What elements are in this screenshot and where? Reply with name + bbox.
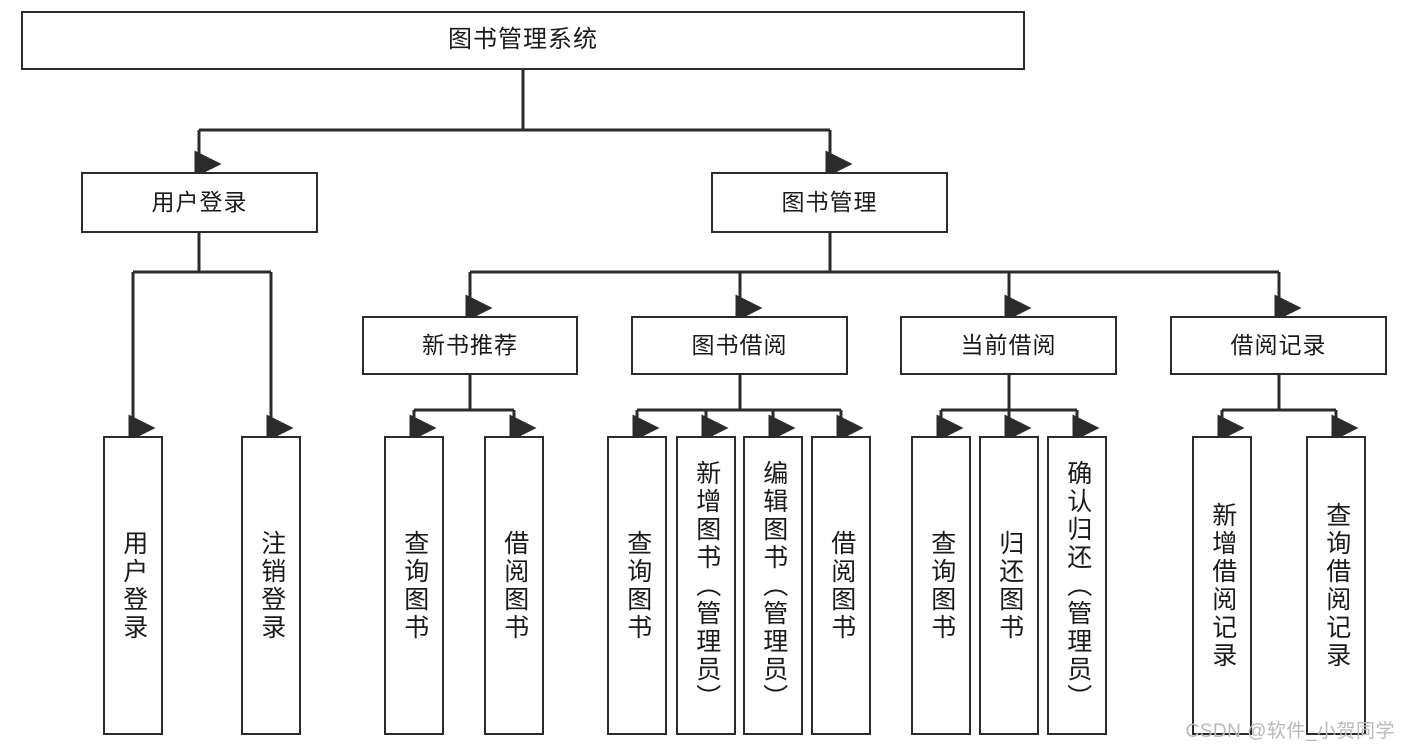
csdn-watermark: CSDN @软件_小贺同学 xyxy=(1185,721,1395,742)
node-book-borrow[interactable]: 图书借阅 xyxy=(631,316,848,375)
leaf-label: 查询借阅记录 xyxy=(1322,501,1351,670)
leaf-logout-login[interactable]: 注销登录 xyxy=(241,436,301,735)
node-book-management[interactable]: 图书管理 xyxy=(711,172,948,233)
leaf-confirm-return[interactable]: 确认归还（管理员） xyxy=(1047,436,1107,735)
leaf-query-book-3[interactable]: 查询图书 xyxy=(911,436,971,735)
node-user-login[interactable]: 用户登录 xyxy=(81,172,318,233)
leaf-label: 注销登录 xyxy=(257,529,286,642)
leaf-label: 编辑图书（管理员） xyxy=(759,459,788,712)
leaf-add-record[interactable]: 新增借阅记录 xyxy=(1192,436,1252,735)
leaf-label: 确认归还（管理员） xyxy=(1063,459,1092,712)
leaf-label: 借阅图书 xyxy=(500,529,529,642)
leaf-add-book[interactable]: 新增图书（管理员） xyxy=(676,436,736,735)
leaf-label: 新增借阅记录 xyxy=(1208,501,1237,670)
node-book-management-system[interactable]: 图书管理系统 xyxy=(21,11,1025,70)
node-current-borrow[interactable]: 当前借阅 xyxy=(900,316,1117,375)
leaf-label: 归还图书 xyxy=(995,529,1024,642)
leaf-label: 查询图书 xyxy=(623,529,652,642)
leaf-label: 查询图书 xyxy=(400,529,429,642)
node-new-book-recommend[interactable]: 新书推荐 xyxy=(362,316,578,375)
leaf-label: 借阅图书 xyxy=(827,529,856,642)
leaf-label: 查询图书 xyxy=(927,529,956,642)
leaf-user-login[interactable]: 用户登录 xyxy=(103,436,163,735)
leaf-return-book[interactable]: 归还图书 xyxy=(979,436,1039,735)
leaf-query-book-2[interactable]: 查询图书 xyxy=(607,436,667,735)
leaf-label: 新增图书（管理员） xyxy=(692,459,721,712)
node-borrow-record[interactable]: 借阅记录 xyxy=(1170,316,1387,375)
leaf-borrow-book-2[interactable]: 借阅图书 xyxy=(811,436,871,735)
leaf-query-record[interactable]: 查询借阅记录 xyxy=(1306,436,1366,735)
leaf-edit-book[interactable]: 编辑图书（管理员） xyxy=(743,436,803,735)
leaf-query-book-1[interactable]: 查询图书 xyxy=(384,436,444,735)
leaf-borrow-book-1[interactable]: 借阅图书 xyxy=(484,436,544,735)
leaf-label: 用户登录 xyxy=(119,529,148,642)
